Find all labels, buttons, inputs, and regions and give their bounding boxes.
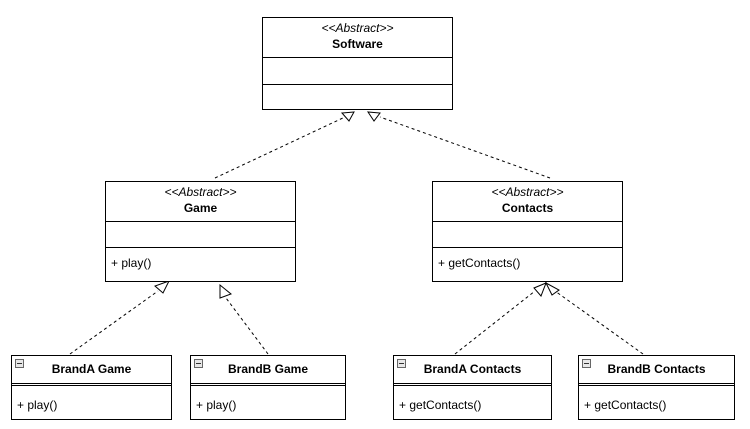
class-brandb-contacts[interactable]: BrandB Contacts + getContacts() bbox=[578, 355, 735, 420]
compartment-divider bbox=[394, 383, 551, 386]
collapse-icon[interactable] bbox=[194, 359, 203, 368]
class-name: Contacts bbox=[501, 201, 554, 215]
operations-compartment: + play() bbox=[106, 247, 295, 283]
method-label: + play() bbox=[196, 398, 237, 412]
class-name: BrandB Game bbox=[227, 362, 309, 376]
collapse-icon[interactable] bbox=[15, 359, 24, 368]
class-game[interactable]: <<Abstract>> Game + play() bbox=[105, 181, 296, 282]
method-label: + play() bbox=[111, 256, 152, 270]
realization-arrowhead bbox=[533, 282, 547, 297]
method-label: + getContacts() bbox=[399, 398, 482, 412]
collapse-icon[interactable] bbox=[582, 359, 591, 368]
edge-contacts-to-software bbox=[379, 116, 551, 179]
edge-branda-contacts-to-contacts bbox=[454, 290, 536, 355]
class-software[interactable]: <<Abstract>> Software bbox=[262, 17, 453, 110]
class-name: Game bbox=[183, 201, 218, 215]
compartment-divider bbox=[579, 383, 734, 386]
edge-game-to-software bbox=[214, 116, 346, 179]
collapse-icon[interactable] bbox=[397, 359, 406, 368]
attributes-compartment bbox=[433, 221, 622, 247]
edge-brandb-contacts-to-contacts bbox=[554, 290, 644, 355]
class-name: Software bbox=[332, 37, 383, 51]
method-label: + getContacts() bbox=[438, 256, 521, 270]
compartment-divider bbox=[191, 383, 345, 386]
method-label: + play() bbox=[17, 398, 58, 412]
compartment-divider bbox=[12, 383, 171, 386]
edge-brandb-game-to-game bbox=[225, 297, 269, 355]
realization-arrowhead bbox=[544, 281, 560, 296]
class-name: BrandB Contacts bbox=[607, 362, 706, 376]
class-name: BrandA Contacts bbox=[423, 362, 522, 376]
class-brandb-game[interactable]: BrandB Game + play() bbox=[190, 355, 346, 420]
method-label: + getContacts() bbox=[584, 398, 667, 412]
realization-arrowhead bbox=[219, 283, 232, 299]
stereotype-label: <<Abstract>> bbox=[491, 185, 564, 199]
realization-arrowhead bbox=[154, 280, 171, 294]
class-branda-contacts[interactable]: BrandA Contacts + getContacts() bbox=[393, 355, 552, 420]
realization-arrowhead bbox=[367, 111, 381, 122]
edge-branda-game-to-game bbox=[69, 290, 159, 355]
attributes-compartment bbox=[263, 57, 452, 84]
realization-arrowhead bbox=[340, 111, 355, 122]
operations-compartment: + getContacts() bbox=[433, 247, 622, 283]
stereotype-label: <<Abstract>> bbox=[164, 185, 237, 199]
class-name: BrandA Game bbox=[51, 362, 132, 376]
operations-compartment bbox=[263, 84, 452, 111]
class-branda-game[interactable]: BrandA Game + play() bbox=[11, 355, 172, 420]
stereotype-label: <<Abstract>> bbox=[321, 21, 394, 35]
attributes-compartment bbox=[106, 221, 295, 247]
class-contacts[interactable]: <<Abstract>> Contacts + getContacts() bbox=[432, 181, 623, 282]
